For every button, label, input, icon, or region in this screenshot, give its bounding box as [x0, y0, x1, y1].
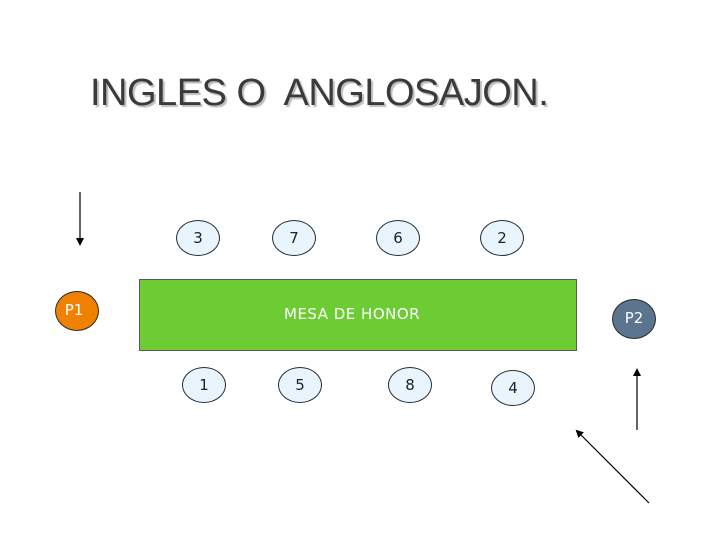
seat-bottom-2: 5 [278, 367, 322, 403]
seat-top-2: 7 [272, 220, 316, 256]
seat-number: 6 [393, 229, 403, 247]
seat-top-3: 6 [376, 220, 420, 256]
host-label: P1 [64, 301, 84, 319]
seat-top-1: 3 [176, 220, 220, 256]
head-table: MESA DE HONOR [139, 279, 577, 351]
seat-top-4: 2 [480, 220, 524, 256]
slide-title: INGLES O ANGLOSAJON. [90, 72, 549, 114]
seat-number: 8 [405, 376, 415, 394]
host-label: P2 [624, 309, 644, 327]
seat-bottom-3: 8 [388, 367, 432, 403]
arrow-diagonal-to-seat-4 [575, 429, 650, 504]
seat-number: 3 [193, 229, 203, 247]
seat-number: 5 [295, 376, 305, 394]
seat-bottom-1: 1 [182, 367, 226, 403]
seat-bottom-4: 4 [491, 370, 535, 406]
seat-number: 1 [199, 376, 209, 394]
host-p2: P2 [612, 299, 656, 339]
seat-number: 2 [497, 229, 507, 247]
seat-number: 4 [508, 379, 518, 397]
seat-number: 7 [289, 229, 299, 247]
head-table-label: MESA DE HONOR [284, 305, 421, 323]
host-p1: P1 [55, 291, 99, 331]
